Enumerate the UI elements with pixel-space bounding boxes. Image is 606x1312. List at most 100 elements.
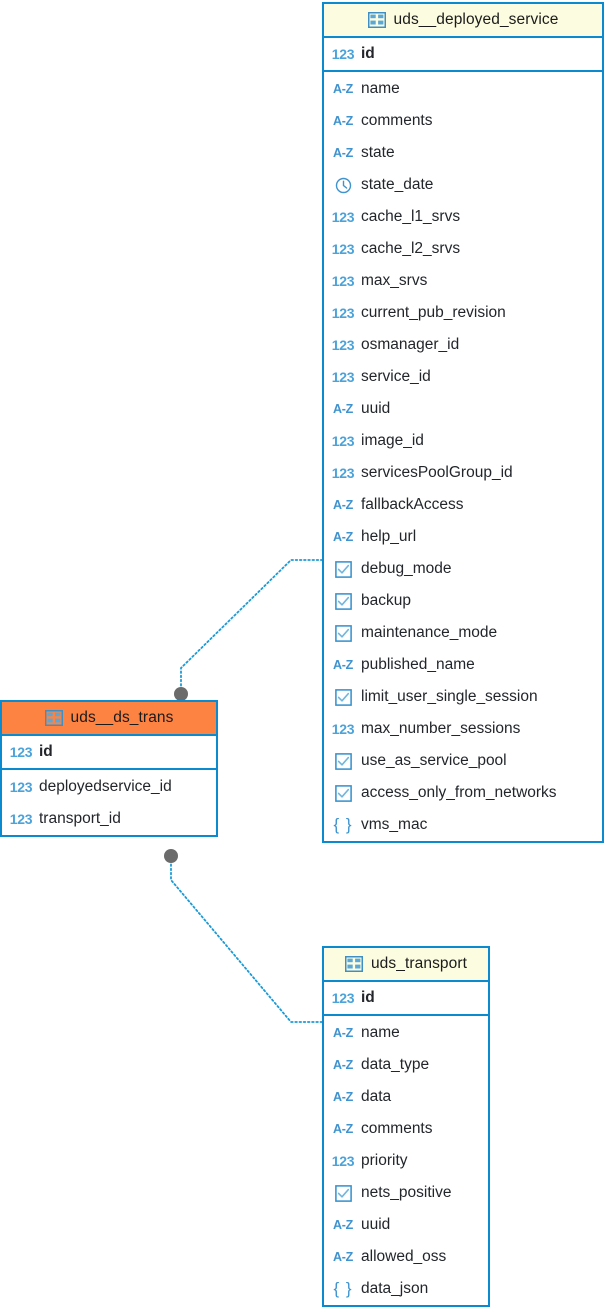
number-type-icon: 123 bbox=[331, 46, 355, 62]
relationship-rel-ds-trans-to-deployed-service[interactable] bbox=[174, 559, 323, 701]
field-row-debug_mode[interactable]: debug_mode bbox=[324, 553, 602, 585]
string-type-icon: A-Z bbox=[333, 1090, 353, 1104]
number-type-icon: 123 bbox=[331, 273, 355, 289]
entity-title: uds__ds_trans bbox=[70, 709, 174, 726]
field-name: image_id bbox=[361, 432, 424, 449]
string-type-icon: A-Z bbox=[333, 114, 353, 128]
string-type-icon: A-Z bbox=[333, 1122, 353, 1136]
string-type-icon: A-Z bbox=[333, 146, 353, 160]
field-name: limit_user_single_session bbox=[361, 688, 538, 705]
field-name: osmanager_id bbox=[361, 336, 460, 353]
checkbox-icon bbox=[332, 559, 354, 579]
json-type-icon: { } bbox=[333, 815, 353, 834]
number-type-icon: 123 bbox=[9, 811, 33, 827]
checkbox-icon bbox=[332, 623, 354, 643]
entity-header-uds__deployed_service[interactable]: uds__deployed_service bbox=[324, 4, 602, 38]
field-name: allowed_oss bbox=[361, 1248, 447, 1265]
relationship-rel-ds-trans-to-transport[interactable] bbox=[164, 849, 323, 1023]
number-type-icon: 123 bbox=[331, 990, 355, 1006]
field-name: vms_mac bbox=[361, 816, 428, 833]
field-name: current_pub_revision bbox=[361, 304, 506, 321]
relationship-line bbox=[180, 559, 323, 695]
number-type-icon: 123 bbox=[331, 369, 355, 385]
field-row-vms_mac[interactable]: { } vms_mac bbox=[324, 809, 602, 841]
field-row-data_type[interactable]: A-Z data_type bbox=[324, 1049, 488, 1081]
field-row-use_as_service_pool[interactable]: use_as_service_pool bbox=[324, 745, 602, 777]
string-type-icon: A-Z bbox=[333, 1218, 353, 1232]
field-name: data bbox=[361, 1088, 392, 1105]
relationship-line bbox=[170, 855, 323, 1023]
field-row-state_date[interactable]: state_date bbox=[324, 169, 602, 201]
checkbox-icon bbox=[332, 687, 354, 707]
field-name: data_type bbox=[361, 1056, 430, 1073]
number-type-icon: 123 bbox=[331, 433, 355, 449]
field-row-service_id[interactable]: 123 service_id bbox=[324, 361, 602, 393]
field-row-data_json[interactable]: { } data_json bbox=[324, 1273, 488, 1305]
field-name: service_id bbox=[361, 368, 431, 385]
field-name: priority bbox=[361, 1152, 408, 1169]
string-type-icon: A-Z bbox=[333, 402, 353, 416]
number-type-icon: 123 bbox=[331, 1153, 355, 1169]
field-name: name bbox=[361, 80, 400, 97]
number-type-icon: 123 bbox=[331, 209, 355, 225]
string-type-icon: A-Z bbox=[333, 1058, 353, 1072]
field-name: use_as_service_pool bbox=[361, 752, 507, 769]
string-type-icon: A-Z bbox=[333, 658, 353, 672]
field-name: deployedservice_id bbox=[39, 778, 172, 795]
field-name: transport_id bbox=[39, 810, 121, 827]
table-grid-icon bbox=[44, 710, 63, 726]
field-row-current_pub_revision[interactable]: 123 current_pub_revision bbox=[324, 297, 602, 329]
field-row-backup[interactable]: backup bbox=[324, 585, 602, 617]
entity-header-uds_transport[interactable]: uds_transport bbox=[324, 948, 488, 982]
field-row-nets_positive[interactable]: nets_positive bbox=[324, 1177, 488, 1209]
field-row-access_only_from_networks[interactable]: access_only_from_networks bbox=[324, 777, 602, 809]
json-type-icon: { } bbox=[333, 1279, 353, 1298]
field-name: backup bbox=[361, 592, 411, 609]
field-name: fallbackAccess bbox=[361, 496, 464, 513]
field-row-transport_id[interactable]: 123 transport_id bbox=[2, 803, 216, 835]
field-row-data[interactable]: A-Z data bbox=[324, 1081, 488, 1113]
field-row-fallbackAccess[interactable]: A-Z fallbackAccess bbox=[324, 489, 602, 521]
entity-header-uds__ds_trans[interactable]: uds__ds_trans bbox=[2, 702, 216, 736]
string-type-icon: A-Z bbox=[333, 498, 353, 512]
relationship-endpoint-dot[interactable] bbox=[174, 687, 188, 701]
field-name: data_json bbox=[361, 1280, 429, 1297]
number-type-icon: 123 bbox=[331, 305, 355, 321]
field-name: access_only_from_networks bbox=[361, 784, 557, 801]
field-row-maintenance_mode[interactable]: maintenance_mode bbox=[324, 617, 602, 649]
field-name: nets_positive bbox=[361, 1184, 452, 1201]
field-row-priority[interactable]: 123 priority bbox=[324, 1145, 488, 1177]
string-type-icon: A-Z bbox=[333, 1026, 353, 1040]
number-type-icon: 123 bbox=[9, 744, 33, 760]
field-row-limit_user_single_session[interactable]: limit_user_single_session bbox=[324, 681, 602, 713]
relationship-endpoint-dot[interactable] bbox=[164, 849, 178, 863]
field-row-image_id[interactable]: 123 image_id bbox=[324, 425, 602, 457]
